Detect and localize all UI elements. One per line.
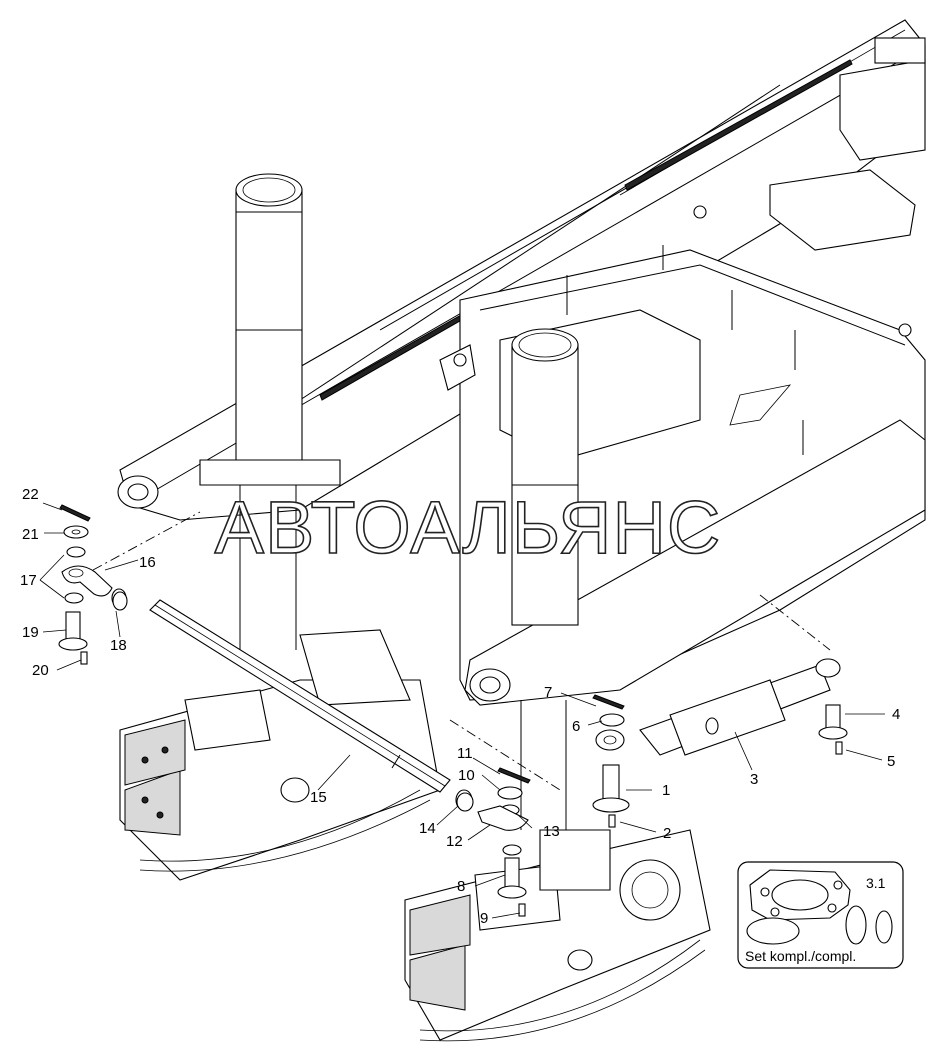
callout-labels: 1 2 3 4 5 6 7 8 9 10 11 12 13 14 15 16 1… bbox=[20, 486, 900, 927]
callout-20: 20 bbox=[32, 662, 49, 679]
callout-14: 14 bbox=[419, 820, 436, 837]
o-ring-small bbox=[875, 910, 893, 944]
right-track bbox=[404, 829, 711, 1042]
right-small-parts bbox=[456, 694, 848, 917]
callout-10: 10 bbox=[458, 767, 475, 784]
callout-2: 2 bbox=[663, 825, 671, 842]
kit-number: 3.1 bbox=[866, 875, 886, 891]
callout-6: 6 bbox=[572, 718, 580, 735]
o-ring-large bbox=[746, 917, 800, 945]
callout-15: 15 bbox=[310, 789, 327, 806]
callout-4: 4 bbox=[892, 706, 900, 723]
callout-16: 16 bbox=[139, 554, 156, 571]
o-ring-medium bbox=[845, 905, 867, 945]
callout-3: 3 bbox=[750, 771, 758, 788]
leader-lines bbox=[39, 502, 885, 919]
callout-7: 7 bbox=[544, 684, 552, 701]
callout-13: 13 bbox=[543, 823, 560, 840]
callout-5: 5 bbox=[887, 753, 895, 770]
right-column bbox=[511, 328, 579, 830]
hydraulic-cylinder bbox=[595, 658, 841, 756]
assembly-lines bbox=[92, 511, 831, 791]
callout-11: 11 bbox=[457, 745, 473, 762]
callout-9: 9 bbox=[480, 910, 488, 927]
callout-8: 8 bbox=[457, 878, 465, 895]
left-column bbox=[199, 173, 341, 650]
callout-19: 19 bbox=[22, 624, 39, 641]
callout-18: 18 bbox=[110, 637, 127, 654]
callout-17: 17 bbox=[20, 572, 37, 589]
left-small-parts bbox=[58, 504, 128, 665]
seal-kit-box: 3.1 Set kompl./compl. bbox=[737, 861, 904, 969]
callout-21: 21 bbox=[22, 526, 39, 543]
kit-label: Set kompl./compl. bbox=[745, 948, 856, 964]
callout-12: 12 bbox=[446, 833, 463, 850]
callout-1: 1 bbox=[662, 782, 670, 799]
watermark-text: АВТОАЛЬЯНС bbox=[215, 486, 722, 569]
callout-22: 22 bbox=[22, 486, 39, 503]
